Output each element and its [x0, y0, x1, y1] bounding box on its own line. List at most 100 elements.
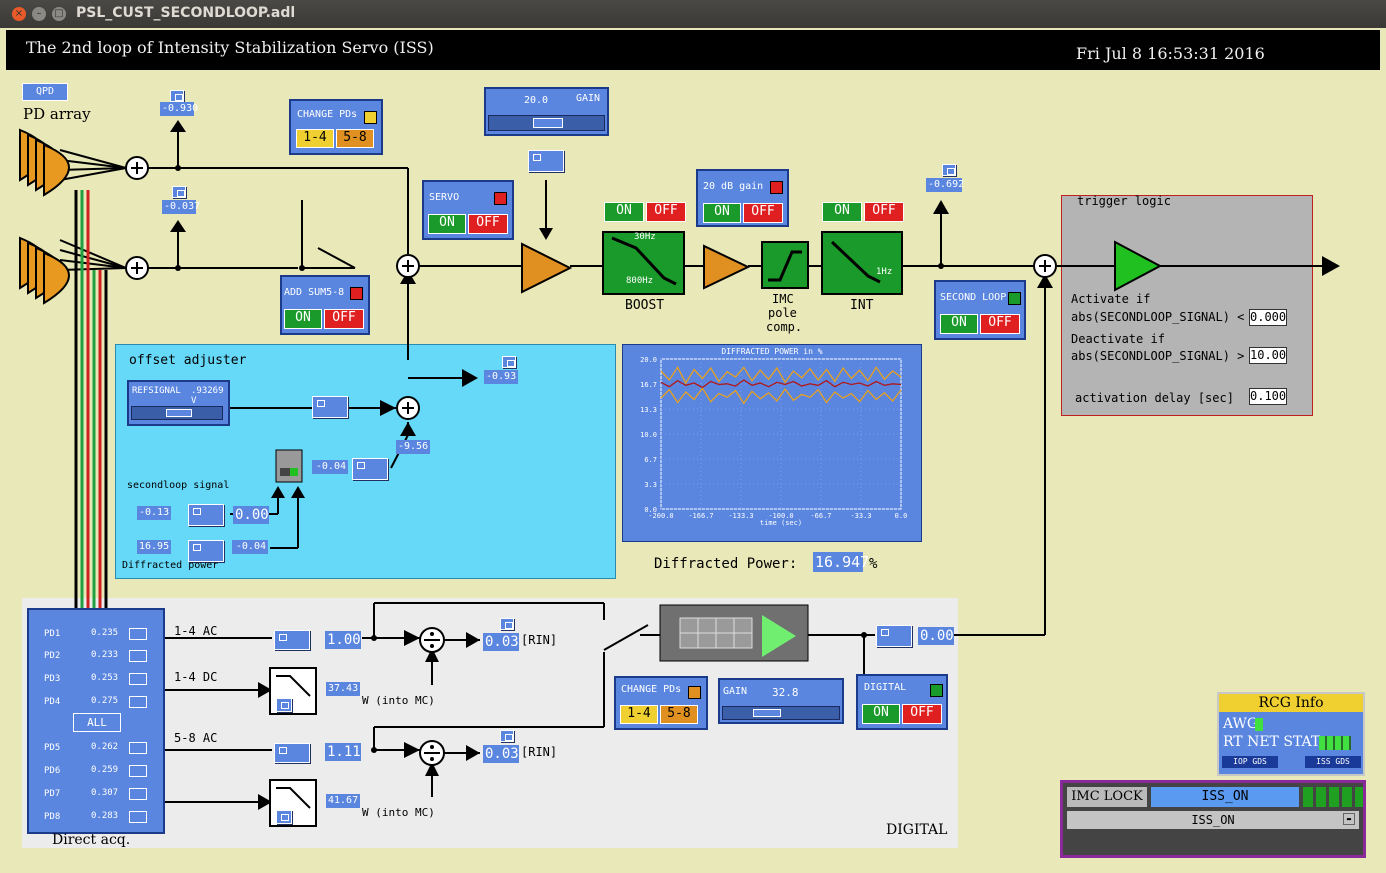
- offset-input-readout: -9.56: [396, 440, 430, 454]
- x-tick-label: -100.0: [768, 512, 793, 520]
- sum2-related-display[interactable]: [172, 186, 186, 198]
- maximize-icon[interactable]: □: [52, 7, 66, 21]
- qpd-button[interactable]: QPD: [22, 83, 68, 101]
- servo-title: SERVO: [429, 192, 460, 203]
- imc-state-display: ISS_ON: [1151, 787, 1299, 807]
- rin1-readout: 0.03: [483, 633, 519, 651]
- digital-panel-title: DIGITAL: [864, 682, 907, 693]
- refsignal-slider-knob[interactable]: [166, 409, 192, 417]
- servo-on-button[interactable]: ON: [428, 214, 466, 234]
- digital-gain-panel: GAIN 32.8: [718, 678, 844, 724]
- trigger-activate-label-2: abs(SECONDLOOP_SIGNAL) <: [1071, 310, 1245, 324]
- trigger-activate-input[interactable]: 0.000: [1249, 309, 1287, 326]
- ac-5-8-related-display[interactable]: [274, 743, 310, 763]
- boost-off-button[interactable]: OFF: [646, 202, 686, 222]
- pd-related-display[interactable]: [129, 650, 147, 662]
- direct-acq-label: Direct acq.: [52, 832, 131, 848]
- gain-20db-indicator: [770, 181, 783, 194]
- gain-slider[interactable]: [488, 115, 605, 131]
- digital-off-button[interactable]: OFF: [902, 704, 942, 724]
- imc-state-menu[interactable]: ISS_ON ▬: [1067, 811, 1359, 829]
- rcg-info-title: RCG Info: [1219, 694, 1363, 712]
- digital-gain-slider-knob[interactable]: [753, 709, 781, 717]
- refsignal-slider[interactable]: [131, 406, 223, 420]
- pd-related-display[interactable]: [129, 742, 147, 754]
- add-sum-off-button[interactable]: OFF: [324, 309, 364, 329]
- second-loop-on-button[interactable]: ON: [940, 314, 978, 334]
- pd-related-display[interactable]: [129, 765, 147, 777]
- dc-1-4-label: 1-4 DC: [174, 670, 218, 684]
- digital-change-pds-panel: CHANGE PDs 1-4 5-8: [614, 676, 708, 730]
- add-sum-indicator: [350, 287, 363, 300]
- change-pds-1-4-button[interactable]: 1-4: [296, 129, 334, 148]
- pd-related-display[interactable]: [129, 696, 147, 708]
- dc-5-8-related-display[interactable]: [276, 810, 292, 824]
- pd-all-button[interactable]: ALL: [73, 713, 121, 732]
- header-bar: The 2nd loop of Intensity Stabilization …: [6, 30, 1380, 70]
- gain-20db-on-button[interactable]: ON: [703, 203, 741, 223]
- servo-off-button[interactable]: OFF: [468, 214, 508, 234]
- window-titlebar: × – □ PSL_CUST_SECONDLOOP.adl: [0, 0, 1386, 28]
- x-tick-label: -66.7: [810, 512, 831, 520]
- digital-on-button[interactable]: ON: [862, 704, 900, 724]
- pd-value: 0.235: [91, 628, 119, 638]
- dropdown-icon[interactable]: ▬: [1343, 813, 1355, 825]
- pd-related-display[interactable]: [129, 811, 147, 823]
- rin2-related-display[interactable]: [500, 730, 514, 742]
- dc-1-4-readout: 37.43: [326, 682, 360, 696]
- pd-related-display[interactable]: [129, 628, 147, 640]
- servo-indicator: [494, 192, 507, 205]
- int-off-button[interactable]: OFF: [864, 202, 904, 222]
- rin1-related-display[interactable]: [500, 618, 514, 630]
- add-sum-on-button[interactable]: ON: [284, 309, 322, 329]
- rcg-info-panel: RCG Info AWG RT NET STAT IOP GDS ISS GDS: [1217, 692, 1365, 776]
- secondloop-related-display[interactable]: [188, 504, 224, 526]
- pd-value: 0.275: [91, 696, 119, 706]
- chart-series-line-1: [660, 387, 902, 405]
- ac-1-4-gain: 1.00: [325, 631, 361, 649]
- digital-change-5-8-button[interactable]: 5-8: [660, 705, 698, 724]
- pd-name: PD1: [44, 629, 61, 639]
- digital-change-1-4-button[interactable]: 1-4: [620, 705, 658, 724]
- change-pds-5-8-button[interactable]: 5-8: [336, 129, 374, 148]
- dc-1-4-related-display[interactable]: [276, 698, 292, 712]
- window-title: PSL_CUST_SECONDLOOP.adl: [76, 5, 296, 21]
- gain-20db-off-button[interactable]: OFF: [743, 203, 783, 223]
- minimize-icon[interactable]: –: [32, 7, 46, 21]
- pd-related-display[interactable]: [129, 788, 147, 800]
- iop-gds-button[interactable]: IOP GDS: [1222, 756, 1278, 768]
- x-tick-label: -166.7: [688, 512, 713, 520]
- boost-on-button[interactable]: ON: [604, 202, 644, 222]
- change-pds-panel: CHANGE PDs 1-4 5-8: [289, 99, 383, 155]
- trigger-delay-input[interactable]: 0.100: [1249, 388, 1287, 405]
- pd-related-display[interactable]: [129, 673, 147, 685]
- second-loop-off-button[interactable]: OFF: [980, 314, 1020, 334]
- y-tick-label: 0.0: [644, 506, 657, 514]
- x-tick-label: 0.0: [895, 512, 908, 520]
- trigger-deactivate-input[interactable]: 10.00: [1249, 347, 1287, 364]
- x-axis-label: time (sec): [760, 519, 802, 527]
- digital-out-related-display[interactable]: [876, 625, 912, 647]
- close-icon[interactable]: ×: [12, 7, 26, 21]
- ac-1-4-related-display[interactable]: [274, 630, 310, 650]
- out-related-display[interactable]: [942, 164, 956, 176]
- gain-related-display[interactable]: [528, 150, 564, 172]
- digital-gain-slider[interactable]: [722, 706, 840, 720]
- pd-name: PD2: [44, 651, 61, 661]
- y-tick-label: 16.7: [640, 381, 657, 389]
- diffracted-related-display[interactable]: [188, 540, 224, 562]
- offset-adjuster-title: offset adjuster: [129, 353, 247, 368]
- switch-output-readout: -0.04: [312, 460, 348, 474]
- offset-sum-related-display[interactable]: [502, 356, 516, 368]
- digital-gain-label: GAIN: [723, 686, 748, 697]
- y-tick-label: 6.7: [644, 456, 657, 464]
- iss-gds-button[interactable]: ISS GDS: [1305, 756, 1361, 768]
- switch-related-display[interactable]: [352, 458, 388, 480]
- int-on-button[interactable]: ON: [822, 202, 862, 222]
- change-pds-indicator: [364, 111, 377, 124]
- sum1-related-display[interactable]: [170, 90, 184, 102]
- gain-slider-knob[interactable]: [533, 118, 563, 128]
- refsignal-related-display[interactable]: [312, 396, 348, 418]
